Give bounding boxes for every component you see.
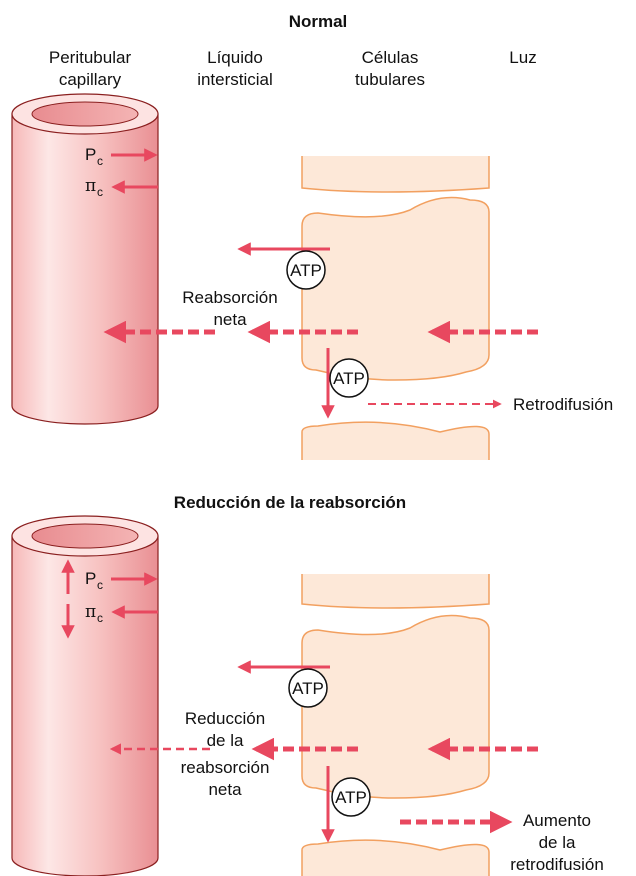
tubular-cell-bottom-reduced <box>301 839 490 876</box>
pic-label: π <box>85 176 96 196</box>
atp-circle-top <box>286 250 326 290</box>
pc-subscript: c <box>97 154 103 168</box>
atp-circle-top-reduced <box>288 668 328 708</box>
header-tubular-line1: Células <box>362 48 419 67</box>
pc-label-reduced: P <box>85 569 96 588</box>
reduced-label-line2: de la <box>207 731 244 750</box>
net-reabsorption-label-line1: Reabsorción <box>182 288 277 307</box>
atp-circle-bottom-reduced <box>331 777 371 817</box>
atp-label-top: ATP <box>290 261 322 280</box>
increased-backleak-label-line3: retrodifusión <box>510 855 604 874</box>
header-lumen: Luz <box>509 48 536 67</box>
header-peritubular-line2: capillary <box>59 70 122 89</box>
header-tubular-line2: tubulares <box>355 70 425 89</box>
tubular-cell-group <box>301 156 490 460</box>
tubular-cell-top-reduced <box>301 574 490 609</box>
atp-label-bottom-reduced: ATP <box>335 788 367 807</box>
pc-subscript-reduced: c <box>97 578 103 592</box>
atp-circle-bottom <box>329 358 369 398</box>
atp-label-bottom: ATP <box>333 369 365 388</box>
increased-backleak-label-line1: Aumento <box>523 811 591 830</box>
header-interstitial-line1: Líquido <box>207 48 263 67</box>
pic-label-reduced: π <box>85 602 96 622</box>
header-peritubular-line1: Peritubular <box>49 48 132 67</box>
tubular-cell-middle <box>301 196 490 381</box>
panel-title-normal: Normal <box>289 12 348 31</box>
tubular-cell-middle-reduced <box>301 614 490 799</box>
backleak-label: Retrodifusión <box>513 395 613 414</box>
tubular-cell-group-reduced <box>301 574 490 876</box>
reduced-label-line3: reabsorción <box>181 758 270 777</box>
net-reabsorption-label-line2: neta <box>213 310 247 329</box>
pc-label: P <box>85 145 96 164</box>
capillary-cylinder <box>11 93 159 425</box>
atp-label-top-reduced: ATP <box>292 679 324 698</box>
increased-backleak-label-line2: de la <box>539 833 576 852</box>
reduced-label-line1: Reducción <box>185 709 265 728</box>
panel-normal: Normal P c π c ATP Reabsorción neta <box>11 12 613 460</box>
panel-title-reduced: Reducción de la reabsorción <box>174 493 406 512</box>
header-interstitial-line2: intersticial <box>197 70 273 89</box>
column-headers: Peritubular capillary Líquido interstici… <box>49 48 537 89</box>
reduced-label-line4: neta <box>208 780 242 799</box>
tubular-cell-top <box>301 156 490 193</box>
tubular-cell-bottom <box>301 421 490 460</box>
pic-subscript-reduced: c <box>97 611 103 625</box>
panel-reduced: Reducción de la reabsorción P c π c ATP … <box>11 493 604 876</box>
pic-subscript: c <box>97 185 103 199</box>
